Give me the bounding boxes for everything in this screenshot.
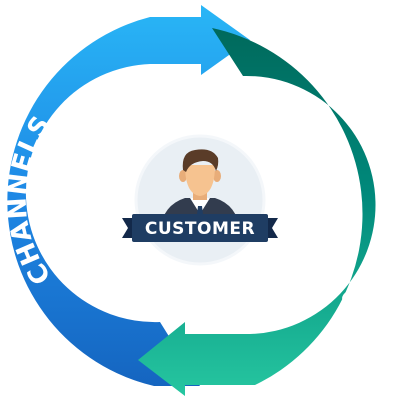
interactions-arrow [138, 28, 376, 396]
customer-label: CUSTOMER [145, 219, 255, 239]
channels-label: CHANNELS [2, 110, 57, 290]
channels-arrow [7, 5, 250, 386]
customer-avatar-icon [134, 134, 266, 266]
customer-banner: CUSTOMER [122, 214, 278, 242]
